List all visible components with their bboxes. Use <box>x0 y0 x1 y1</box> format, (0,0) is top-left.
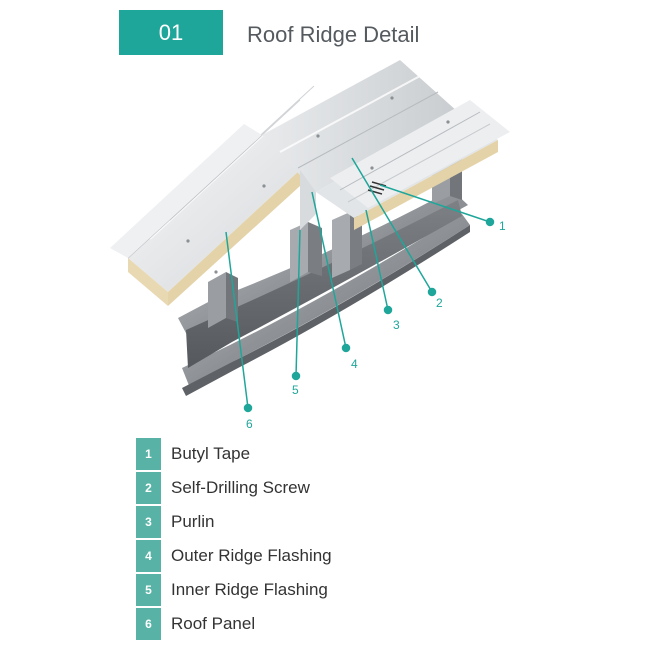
legend-number: 3 <box>136 506 161 538</box>
legend-label: Self-Drilling Screw <box>171 478 310 497</box>
callout-leaders <box>225 157 495 413</box>
legend-item: 6 Roof Panel <box>136 608 456 640</box>
legend-item: 2 Self-Drilling Screw <box>136 472 456 504</box>
callout-4: 4 <box>351 357 358 371</box>
butyl-tape-mark <box>367 181 387 195</box>
legend-item: 4 Outer Ridge Flashing <box>136 540 456 572</box>
page-title: Roof Ridge Detail <box>247 22 420 47</box>
roof-panel-right <box>316 100 510 230</box>
legend-item: 1 Butyl Tape <box>136 438 456 470</box>
callout-3: 3 <box>393 318 400 332</box>
legend-item: 5 Inner Ridge Flashing <box>136 574 456 606</box>
roof-panel-left <box>110 85 315 306</box>
legend-number: 2 <box>136 472 161 504</box>
legend-number: 6 <box>136 608 161 640</box>
legend-number: 1 <box>136 438 161 470</box>
legend-number: 5 <box>136 574 161 606</box>
screw-dots <box>186 96 450 274</box>
legend-label: Butyl Tape <box>171 444 251 463</box>
section-number-badge: 01 <box>119 10 223 55</box>
legend-number: 4 <box>136 540 161 572</box>
section-number: 01 <box>158 19 184 45</box>
ridge-flashing <box>262 60 458 230</box>
callout-1: 1 <box>499 219 506 233</box>
legend-label: Purlin <box>171 512 215 531</box>
legend-label: Roof Panel <box>171 614 256 633</box>
legend-item: 3 Purlin <box>136 506 456 538</box>
callout-5: 5 <box>292 383 299 397</box>
legend-label: Outer Ridge Flashing <box>171 546 332 565</box>
callout-2: 2 <box>436 296 443 310</box>
legend-label: Inner Ridge Flashing <box>171 580 328 599</box>
callout-6: 6 <box>246 417 253 431</box>
